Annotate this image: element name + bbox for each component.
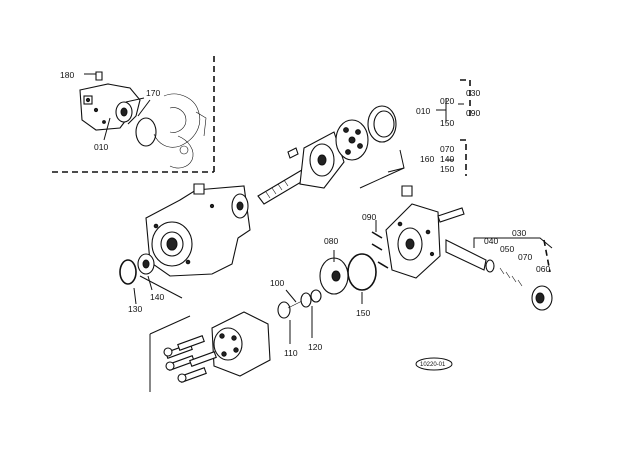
label-060: 060 <box>536 264 550 274</box>
leader-lines <box>125 97 464 344</box>
label-130: 130 <box>128 304 142 314</box>
seal-ring-130 <box>119 259 137 285</box>
label-040: 040 <box>484 236 498 246</box>
swash-plate <box>287 131 345 189</box>
label-090: 090 <box>362 212 376 222</box>
label-020: 020 <box>440 96 454 106</box>
reference-badge: 10220-01 <box>415 357 453 371</box>
label-160: 160 <box>420 154 434 164</box>
label-150: 150 <box>356 308 370 318</box>
label-010-inset: 010 <box>94 142 108 152</box>
label-030-top: 030 <box>466 88 480 98</box>
label-120: 120 <box>308 342 322 352</box>
rear-cover <box>385 185 465 279</box>
label-100: 100 <box>270 278 284 288</box>
spring-stack <box>277 289 322 319</box>
label-140-top: 140 <box>440 154 454 164</box>
o-ring-150 <box>347 253 377 291</box>
seal-140 <box>137 253 155 275</box>
label-180: 180 <box>60 70 74 80</box>
reference-code: 10220-01 <box>420 362 446 368</box>
main-housing <box>145 183 251 277</box>
cover-bolts <box>371 231 389 269</box>
inset-pump-assembly <box>79 71 207 169</box>
label-070-top: 070 <box>440 144 454 154</box>
inset-frame <box>52 56 215 173</box>
label-080: 080 <box>324 236 338 246</box>
relief-valve <box>445 239 553 311</box>
valve-plate <box>335 119 369 161</box>
label-090-top: 090 <box>466 108 480 118</box>
thrust-ring <box>367 105 397 143</box>
label-070: 070 <box>518 252 532 262</box>
label-030: 030 <box>512 228 526 238</box>
plate-080 <box>319 257 349 295</box>
label-170: 170 <box>146 88 160 98</box>
cylinder-block <box>211 311 271 377</box>
label-150-mid: 150 <box>440 164 454 174</box>
part-labels: 180 170 010 010 020 030 090 150 070 160 … <box>60 70 550 358</box>
label-150-top: 150 <box>440 118 454 128</box>
label-140: 140 <box>150 292 164 302</box>
label-010: 010 <box>416 106 430 116</box>
label-050: 050 <box>500 244 514 254</box>
label-110: 110 <box>284 348 298 358</box>
pistons <box>163 335 217 383</box>
